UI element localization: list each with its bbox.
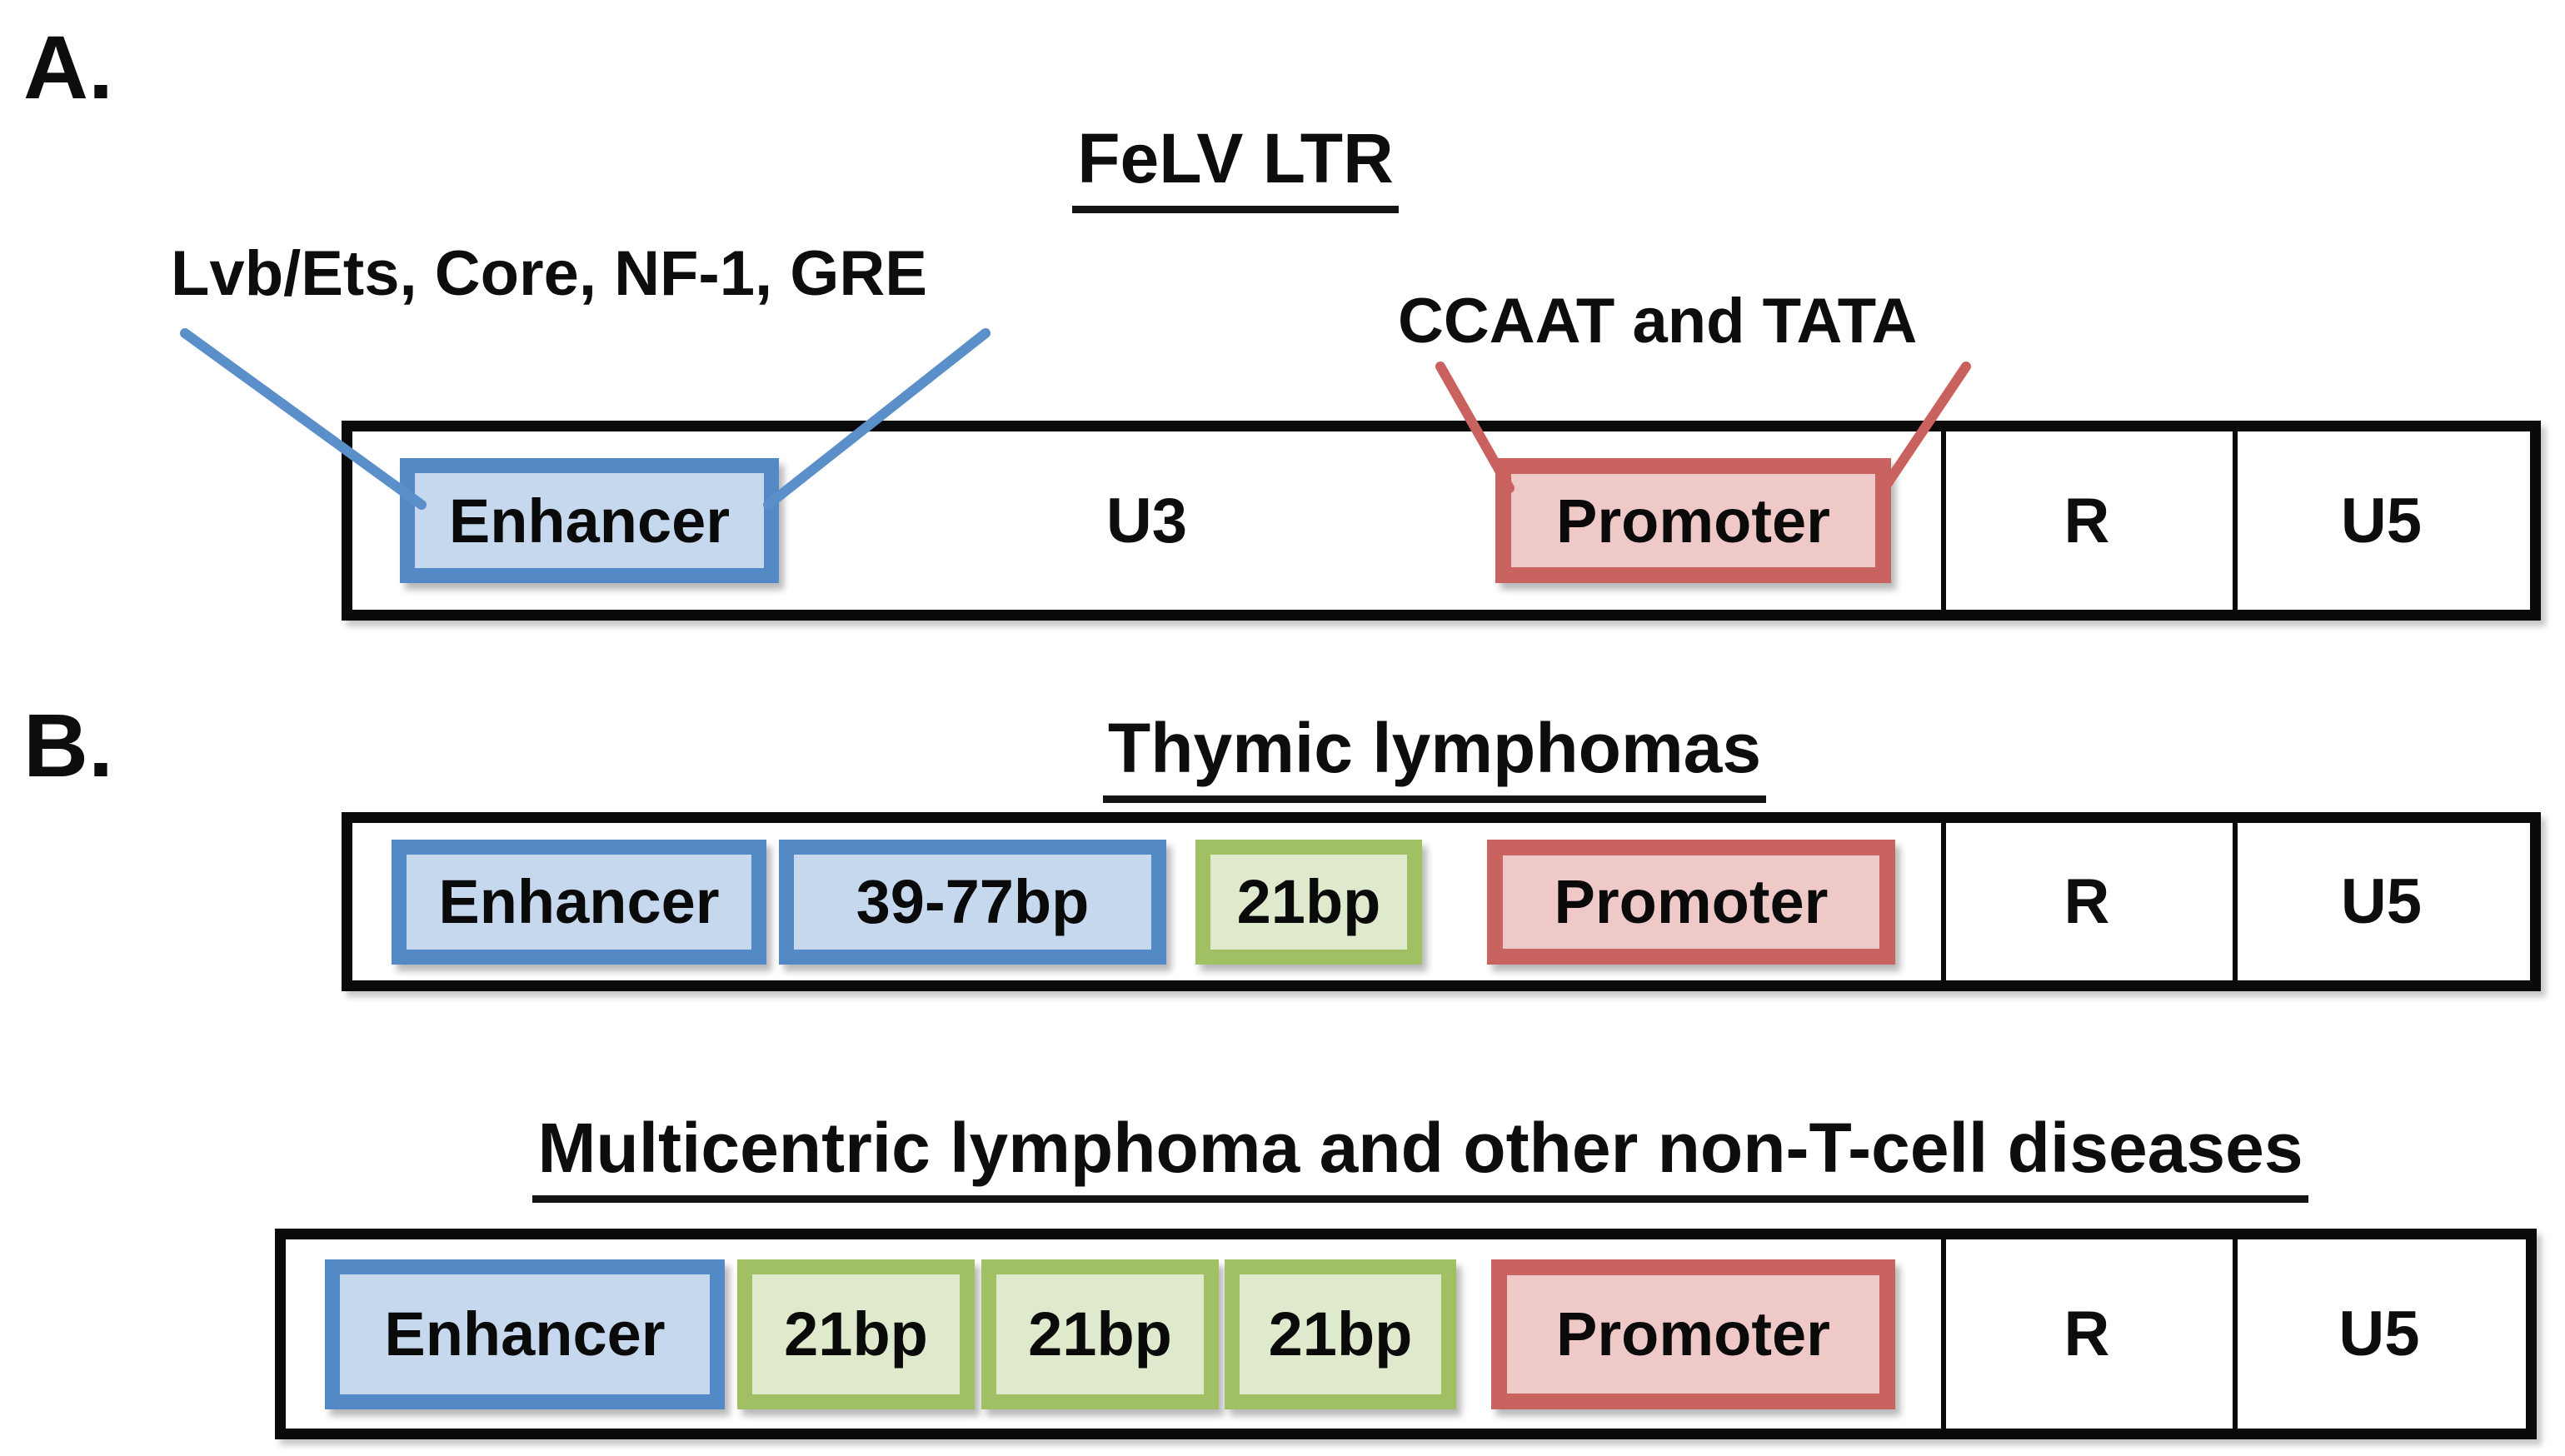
thymic-r-u5-divider [2233,823,2238,980]
thymic-enhancer-box: Enhancer [392,839,766,965]
multicentric-r-u5-divider [2233,1239,2238,1429]
panel-a-title: FeLV LTR [902,118,1569,213]
r-u5-divider [2233,431,2238,610]
multicentric-ltr-bar: R U5 Enhancer 21bp 21bp 21bp Promoter [275,1229,2537,1439]
thymic-duplication-box: 39-77bp [779,839,1166,965]
multicentric-u3-r-divider [1941,1239,1946,1429]
multicentric-title: Multicentric lymphoma and other non-T-ce… [275,1108,2565,1203]
promoter-box: Promoter [1495,458,1891,583]
panel-a-letter: A. [23,17,113,117]
multicentric-21bp-box-3: 21bp [1225,1259,1456,1409]
panel-a-title-text: FeLV LTR [1072,118,1399,213]
thymic-promoter-box: Promoter [1487,839,1895,965]
r-region-label: R [2063,485,2110,556]
multicentric-u5-region-label: U5 [2338,1299,2420,1369]
thymic-r-region-label: R [2063,866,2110,937]
u5-region-label: U5 [2340,485,2423,556]
multicentric-enhancer-box: Enhancer [325,1259,725,1409]
u3-r-divider [1941,431,1946,610]
thymic-u3-r-divider [1941,823,1946,980]
thymic-ltr-bar: R U5 Enhancer 39-77bp 21bp Promoter [342,812,2541,991]
thymic-title-text: Thymic lymphomas [1102,708,1767,803]
thymic-u5-region-label: U5 [2340,866,2423,937]
promoter-annotation-label: CCAAT and TATA [1398,286,1918,357]
multicentric-r-region-label: R [2063,1299,2110,1369]
thymic-title: Thymic lymphomas [1018,708,1851,803]
multicentric-title-text: Multicentric lymphoma and other non-T-ce… [532,1108,2308,1203]
thymic-21bp-box: 21bp [1195,839,1422,965]
u3-region-label: U3 [1105,485,1188,556]
multicentric-21bp-box-2: 21bp [981,1259,1219,1409]
felv-ltr-bar: U3 R U5 Enhancer Promoter [342,421,2541,621]
enhancer-box: Enhancer [400,458,779,583]
multicentric-21bp-box-1: 21bp [737,1259,975,1409]
multicentric-promoter-box: Promoter [1491,1259,1895,1409]
enhancer-annotation-label: Lvb/Ets, Core, NF-1, GRE [171,238,927,309]
panel-b-letter: B. [23,695,113,795]
